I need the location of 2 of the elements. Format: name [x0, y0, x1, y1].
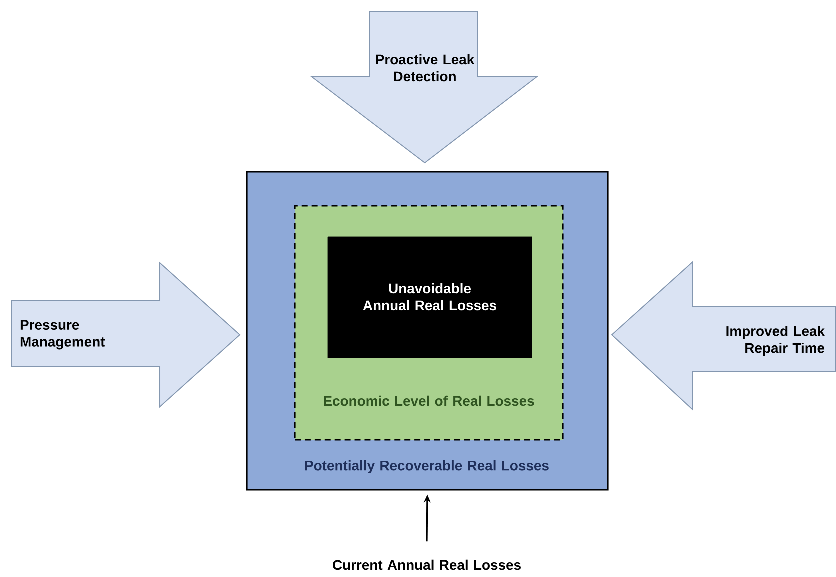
inner-box: Unavoidable Annual Real Losses — [328, 236, 532, 358]
caption-text: Current Annual Real Losses — [333, 560, 521, 570]
